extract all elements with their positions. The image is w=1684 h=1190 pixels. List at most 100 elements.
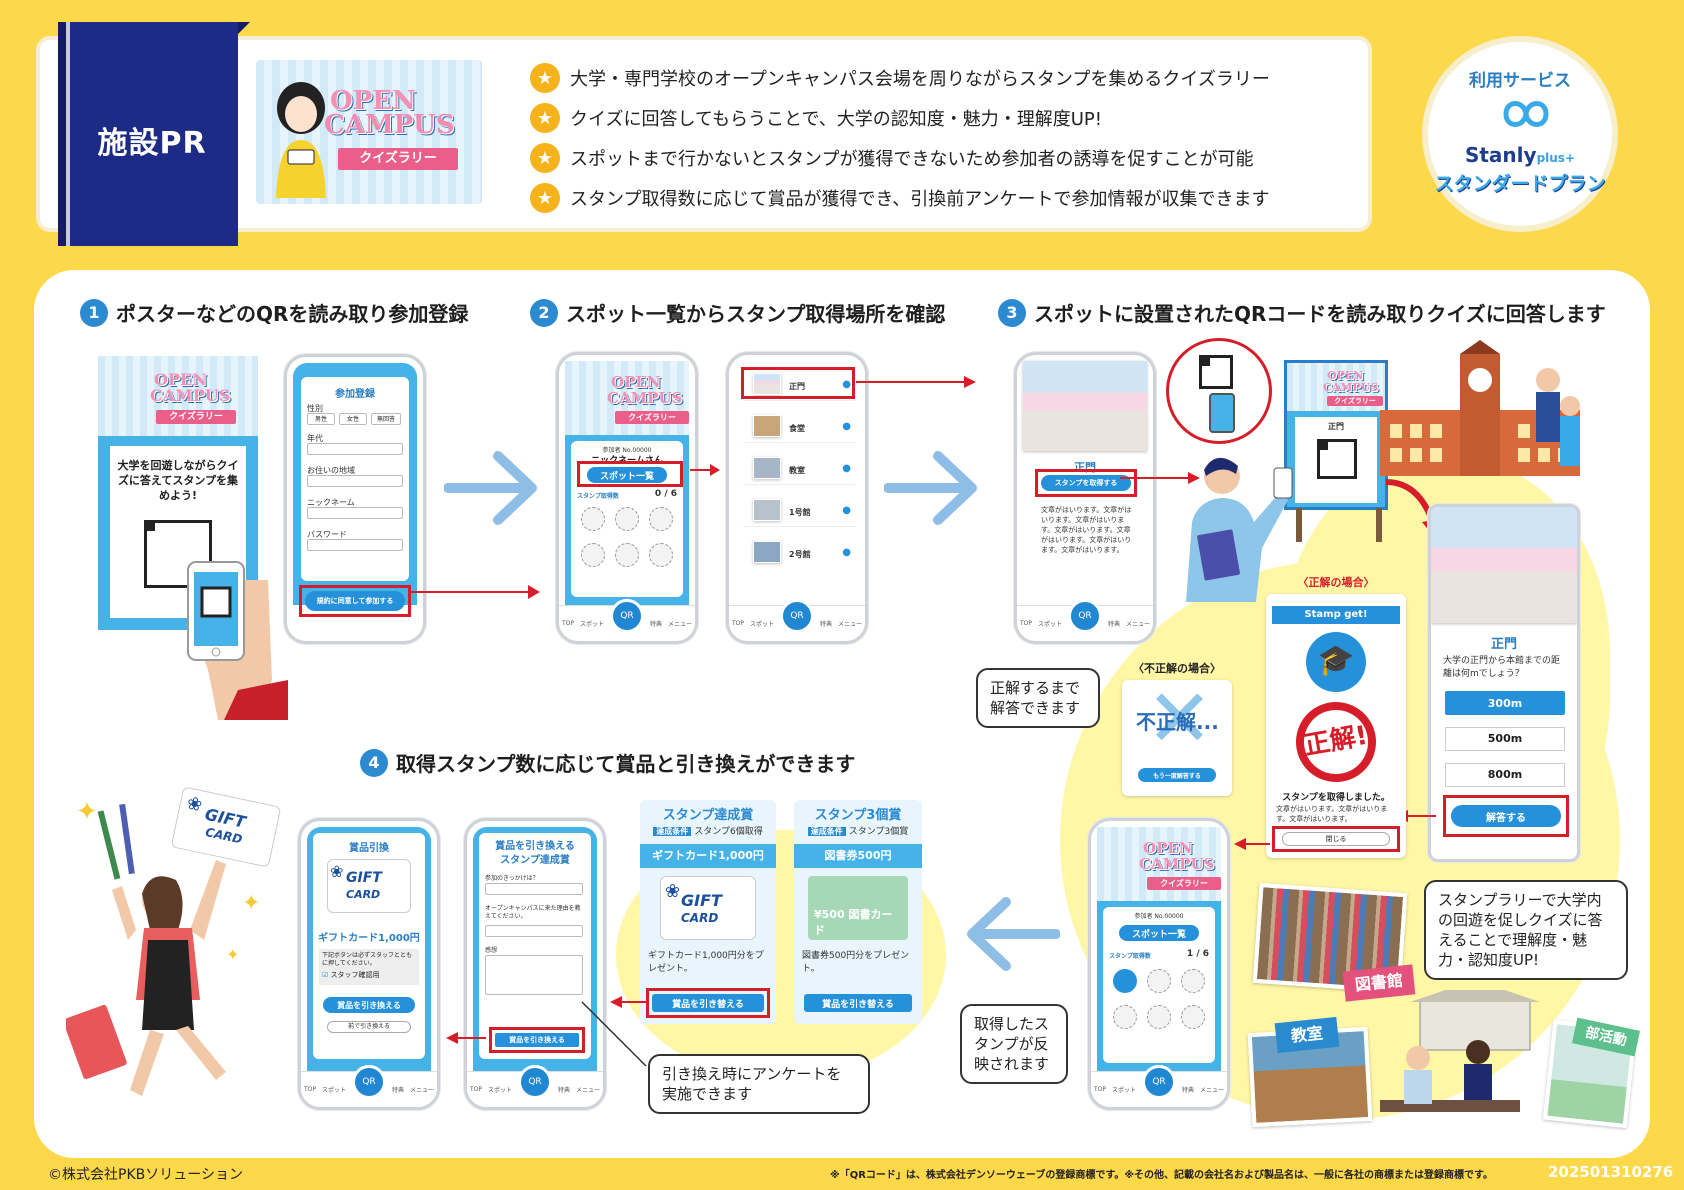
spot-list-item[interactable]: 正門● xyxy=(743,371,855,401)
reward-description: 図書券500円分をプレゼント。 xyxy=(802,951,910,974)
nav-top[interactable]: TOP xyxy=(469,1086,482,1093)
spot-list-item[interactable]: 食堂● xyxy=(743,413,855,443)
exchange-prize-button[interactable]: 賞品を引き替える xyxy=(804,994,912,1012)
age-select[interactable] xyxy=(307,443,403,455)
chevron-right-icon: ● xyxy=(842,505,851,516)
survey-select[interactable] xyxy=(485,883,583,895)
nav-spot[interactable]: スポット xyxy=(579,621,604,628)
correct-body: 文章がはいります。文章がはいります。文章がはいります。 xyxy=(1276,805,1388,823)
region-select[interactable] xyxy=(307,475,403,487)
survey-select[interactable] xyxy=(485,925,583,937)
confirm-exchange-button[interactable]: 賞品を引き換える xyxy=(323,997,415,1013)
service-plan: スタンダードプラン xyxy=(1434,173,1606,195)
qr-scan-button[interactable]: QR xyxy=(779,598,814,633)
spot-list-button[interactable]: スポット一覧 xyxy=(587,467,667,483)
nav-menu[interactable]: メニュー xyxy=(1125,621,1150,628)
service-name: Stanlyplus+ xyxy=(1464,143,1576,167)
secondary-exchange-button[interactable]: 前で引き換える xyxy=(327,1021,411,1033)
feature-item: ★大学・専門学校のオープンキャンパス会場を周りながらスタンプを集めるクイズラリー xyxy=(530,58,1350,98)
nav-menu[interactable]: メニュー xyxy=(667,621,692,628)
exchange-done-screen: 賞品引換 GIFT CARD ❀ ギフトカード1,000円 下記ボタンは必ずスタ… xyxy=(298,818,440,1110)
staff-check[interactable]: ☑ スタッフ確認用 xyxy=(322,971,380,979)
gift-card-image: GIFT CARD ❀ xyxy=(327,859,411,913)
sign-legs-icon xyxy=(1296,508,1382,542)
back-arrow-icon xyxy=(967,897,1060,971)
nav-benefits[interactable]: 特典 xyxy=(557,1087,570,1094)
nav-top[interactable]: TOP xyxy=(1019,620,1032,627)
nav-spot[interactable]: スポット xyxy=(1037,621,1062,628)
correct-seal: 正解! xyxy=(1289,695,1383,789)
exchange-form-screen: 賞品を引き換える スタンプ達成賞 参加のきっかけは？ オープンキャンパスに来た理… xyxy=(464,818,606,1110)
nav-spot[interactable]: スポット xyxy=(321,1087,346,1094)
chevron-right-icon: ● xyxy=(842,379,851,390)
spot-thumbnail xyxy=(753,499,781,521)
get-stamp-button[interactable]: スタンプを取得する xyxy=(1041,475,1131,491)
qr-scan-button[interactable]: QR xyxy=(1141,1064,1176,1099)
checkbox-icon: ☑ xyxy=(322,971,329,979)
poster-text: 大学を回遊しながらクイズに答えてスタンプを集めよう! xyxy=(117,459,239,502)
spot-list-item[interactable]: 2号館● xyxy=(743,539,855,569)
retry-answer-button[interactable]: もう一度解答する xyxy=(1138,768,1216,782)
qr-scan-button[interactable]: QR xyxy=(517,1064,552,1099)
spot-detail-screen: 正門 スタンプを取得する 文章がはいります。文章がはいります。文章がはいります。… xyxy=(1014,352,1156,644)
nav-spot[interactable]: スポット xyxy=(487,1087,512,1094)
gender-option[interactable]: 無回答 xyxy=(371,413,401,425)
close-button[interactable]: 閉じる xyxy=(1282,832,1390,846)
qr-scan-button[interactable]: QR xyxy=(1067,598,1102,633)
stamp-slot xyxy=(615,507,639,531)
nav-benefits[interactable]: 特典 xyxy=(391,1087,404,1094)
logo-banner: クイズラリー xyxy=(338,148,458,170)
exchange-submit-button[interactable]: 賞品を引き換える xyxy=(495,1033,579,1047)
chevron-right-icon: ● xyxy=(842,463,851,474)
submit-answer-button[interactable]: 解答する xyxy=(1451,805,1561,827)
stamp-acquired-icon xyxy=(1113,969,1137,993)
nav-menu[interactable]: メニュー xyxy=(409,1087,434,1094)
nav-top[interactable]: TOP xyxy=(303,1086,316,1093)
spot-thumbnail xyxy=(753,415,781,437)
nav-benefits[interactable]: 特典 xyxy=(649,621,662,628)
password-input[interactable] xyxy=(307,539,403,551)
nickname-input[interactable] xyxy=(307,507,403,519)
reward-title: スタンプ達成賞 xyxy=(662,808,754,823)
bottom-nav: TOP スポット QR 特典メニュー xyxy=(301,1064,437,1107)
stamp-get-banner: Stamp get! xyxy=(1272,606,1400,624)
stamp-reflected-screen: OPEN CAMPUS クイズラリー 参加者 No.00000 スポット一覧 ス… xyxy=(1088,818,1230,1110)
agree-join-button[interactable]: 規約に同意して参加する xyxy=(305,591,405,611)
spot-list-button[interactable]: スポット一覧 xyxy=(1119,925,1199,941)
nav-top[interactable]: TOP xyxy=(731,620,744,627)
quiz-option[interactable]: 500m xyxy=(1445,727,1565,751)
spot-sign: OPEN CAMPUS クイズラリー 正門 xyxy=(1284,360,1388,510)
nav-top[interactable]: TOP xyxy=(561,620,574,627)
nav-menu[interactable]: メニュー xyxy=(1199,1087,1224,1094)
correct-case-label: 〈正解の場合〉 xyxy=(1297,576,1375,589)
qr-zoom-circle xyxy=(1166,338,1272,444)
nav-top[interactable]: TOP xyxy=(1093,1086,1106,1093)
spot-list-item[interactable]: 教室● xyxy=(743,455,855,485)
nav-menu[interactable]: メニュー xyxy=(837,621,862,628)
nav-spot[interactable]: スポット xyxy=(749,621,774,628)
next-arrow-icon xyxy=(884,451,977,525)
nav-benefits[interactable]: 特典 xyxy=(819,621,832,628)
next-arrow-icon xyxy=(444,451,537,525)
nav-benefits[interactable]: 特典 xyxy=(1107,621,1120,628)
nav-spot[interactable]: スポット xyxy=(1111,1087,1136,1094)
gender-option[interactable]: 男性 xyxy=(307,413,335,425)
survey-callout: 引き換え時にアンケートを実施できます xyxy=(648,1054,870,1114)
red-arrow-icon xyxy=(1234,838,1270,850)
qr-scan-button[interactable]: QR xyxy=(609,598,644,633)
quiz-option-selected[interactable]: 300m xyxy=(1445,691,1565,715)
highlight-box xyxy=(1443,795,1569,837)
quiz-option[interactable]: 800m xyxy=(1445,763,1565,787)
qr-scan-button[interactable]: QR xyxy=(351,1064,386,1099)
ribbon-icon: ❀ xyxy=(665,881,681,902)
spot-thumbnail xyxy=(753,373,781,395)
nav-benefits[interactable]: 特典 xyxy=(1181,1087,1194,1094)
exchange-prize-button[interactable]: 賞品を引き替える xyxy=(652,994,764,1012)
gender-option[interactable]: 女性 xyxy=(339,413,367,425)
spot-list-item[interactable]: 1号館● xyxy=(743,497,855,527)
nav-menu[interactable]: メニュー xyxy=(575,1087,600,1094)
survey-textarea[interactable] xyxy=(485,955,583,995)
stamp-slot xyxy=(649,543,673,567)
